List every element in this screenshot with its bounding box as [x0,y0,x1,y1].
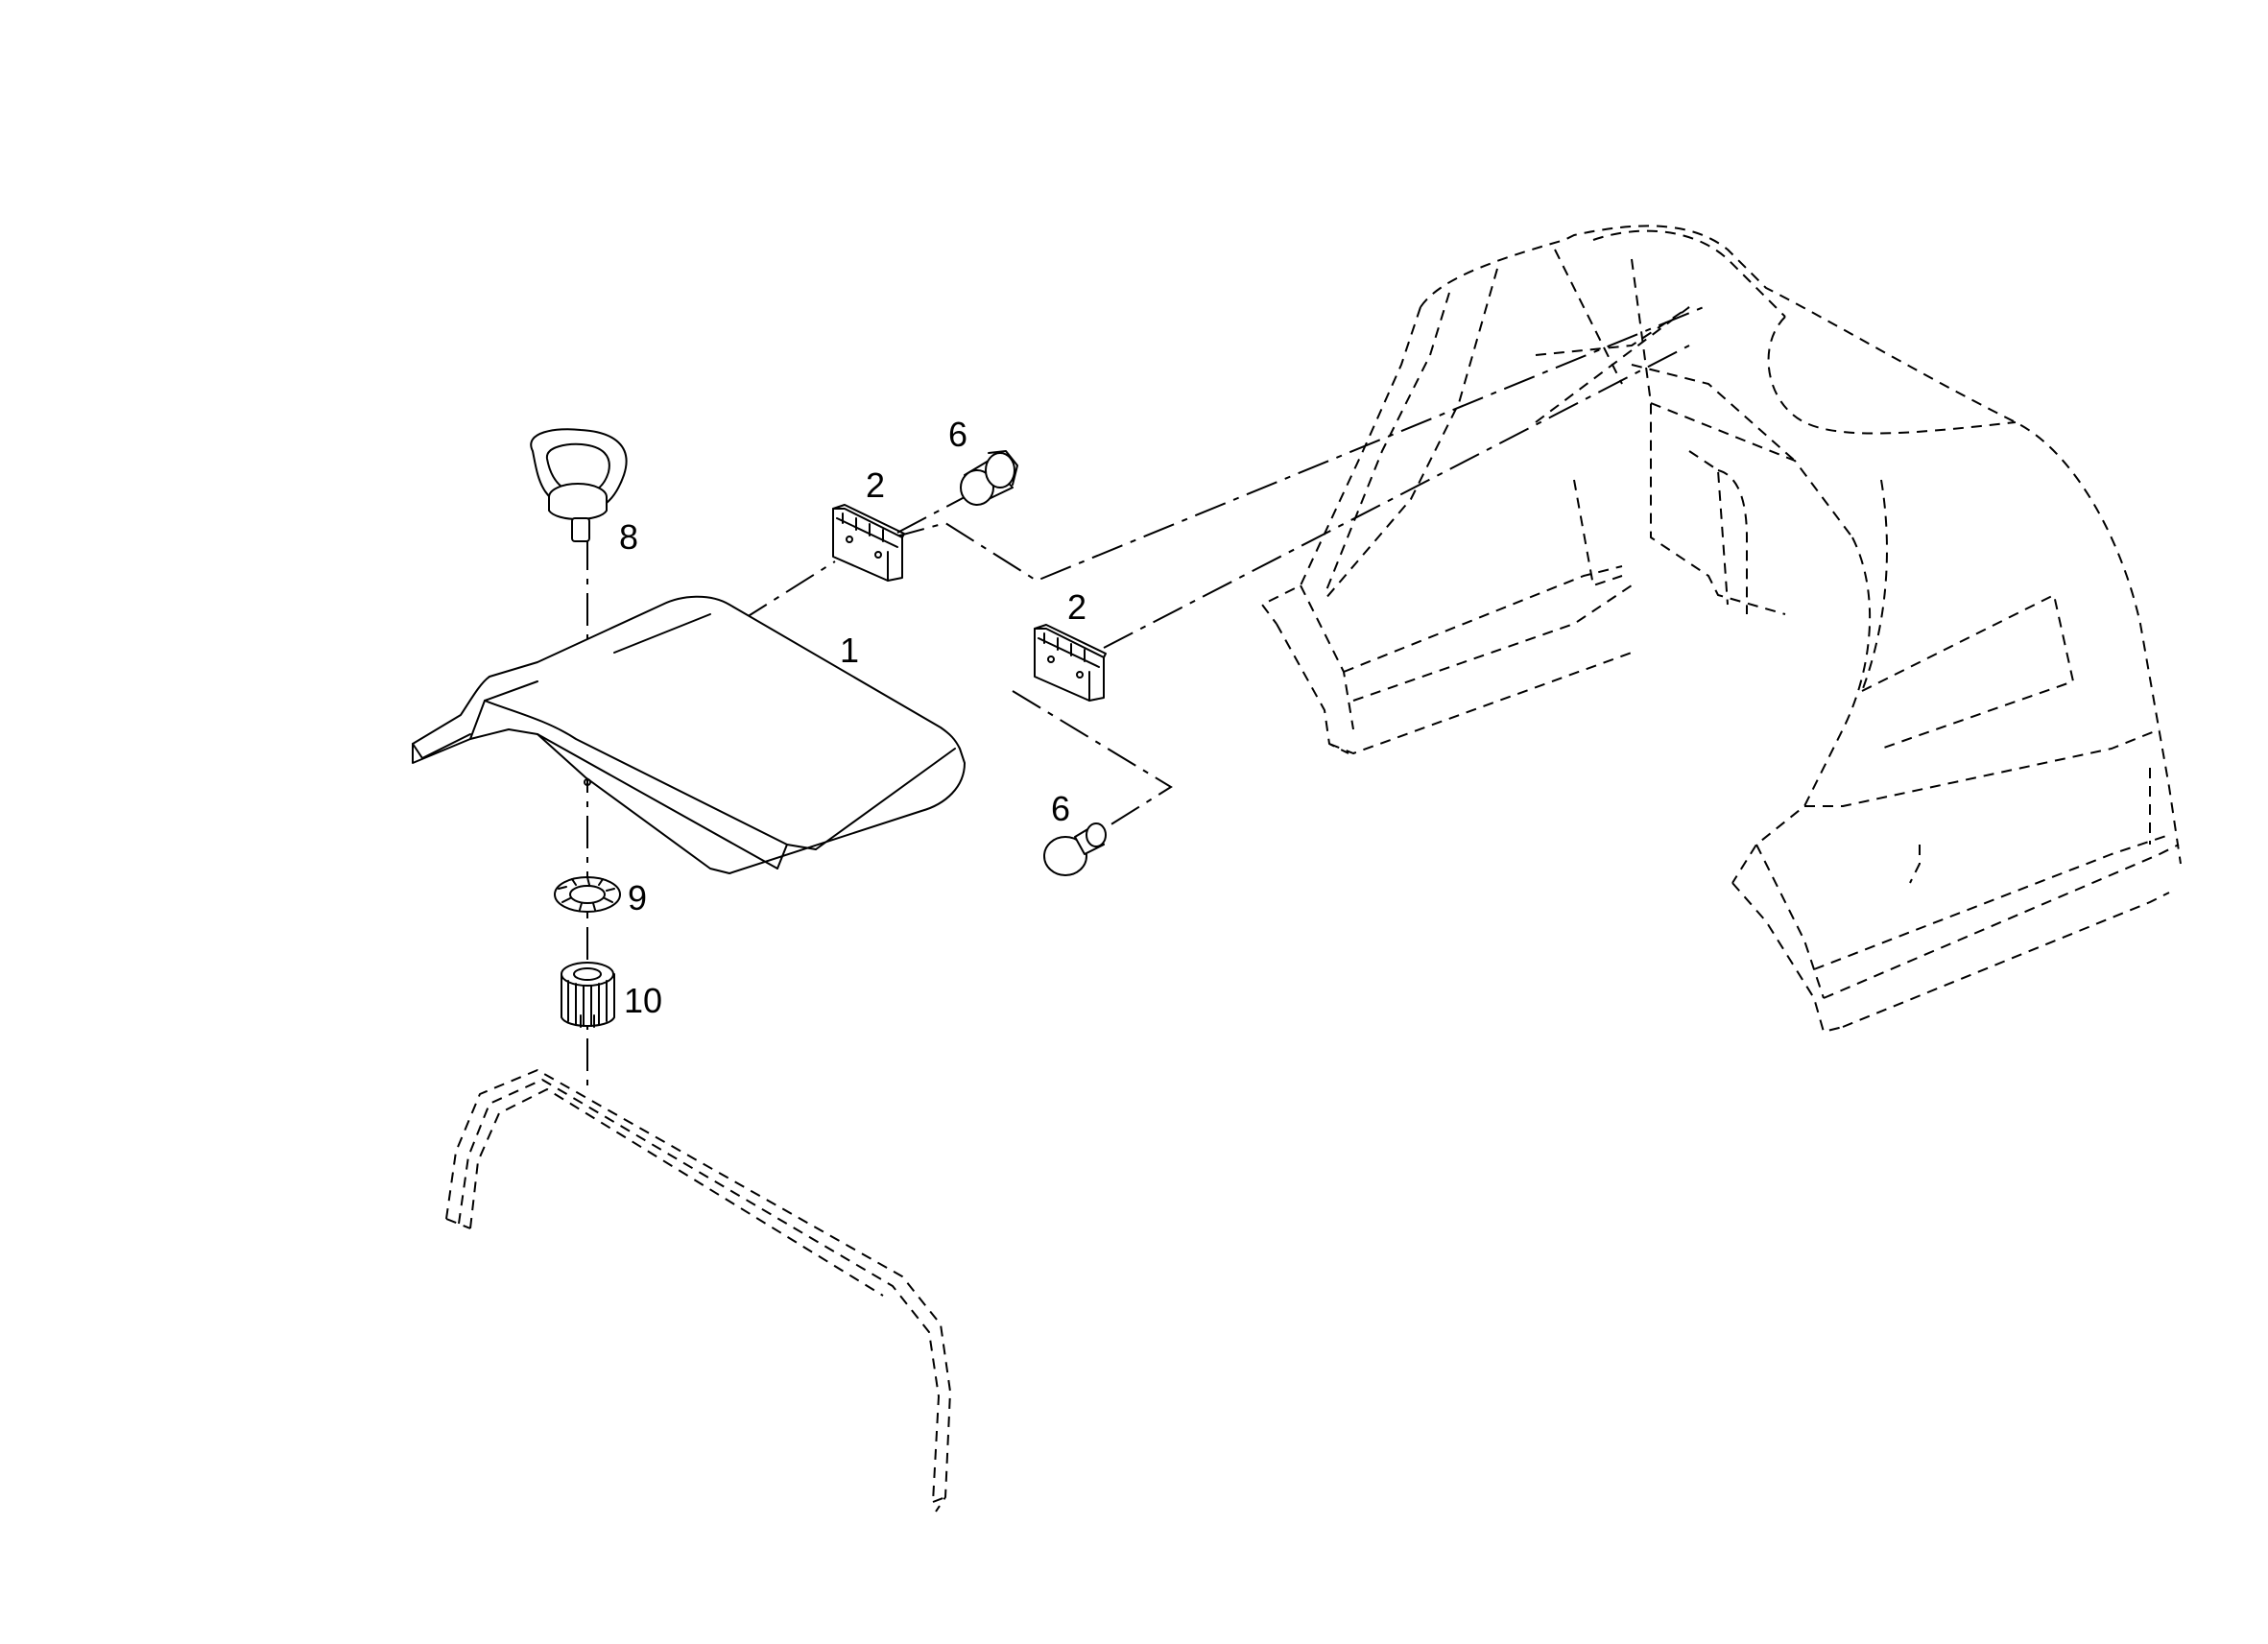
lower-frame-outline [445,1069,951,1513]
callout-labels: 1 2 2 6 6 8 9 10 [619,415,1086,1020]
callout-8: 8 [619,517,638,557]
callout-10: 10 [624,981,662,1020]
knurled-nut-part-10 [561,962,615,1028]
pin-part-6-lower [1043,822,1107,876]
hinge-part-2-upper [832,504,905,582]
pin-part-6-upper [960,450,1018,506]
hinge-part-2-lower [1034,624,1107,702]
callout-9: 9 [628,878,647,917]
callout-6-lower: 6 [1051,789,1070,828]
machine-frame-outline [1261,225,2182,1033]
callout-2-lower: 2 [1067,587,1086,627]
lock-washer-part-9 [554,876,621,913]
callout-6-upper: 6 [948,415,967,454]
callout-1: 1 [840,631,859,670]
cover-plate-part-1 [412,595,966,874]
callout-2-upper: 2 [866,465,885,505]
hand-knob-part-8 [530,428,628,542]
